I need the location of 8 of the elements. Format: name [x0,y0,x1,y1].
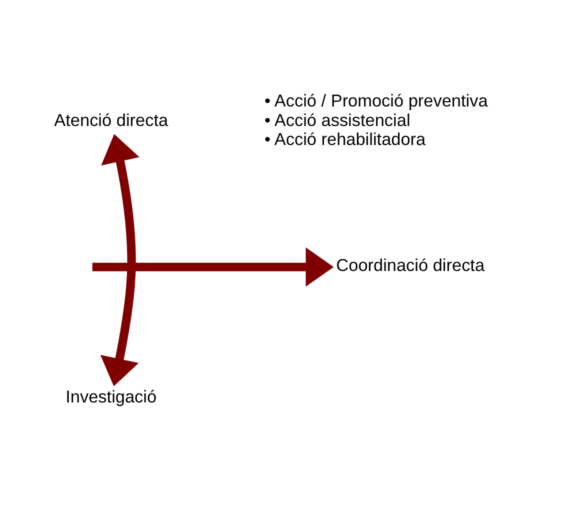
node-text: Coordinació directa [336,255,485,276]
label: • Acció / Promoció preventiva [264,90,488,110]
label: • Acció assistencial [264,110,410,130]
label: • Acció rehabilitadora [264,129,426,150]
arrow [100,134,140,386]
node-text: Atenció directa [54,110,168,130]
node-text: Investigació [66,386,157,406]
arrow [92,247,334,287]
